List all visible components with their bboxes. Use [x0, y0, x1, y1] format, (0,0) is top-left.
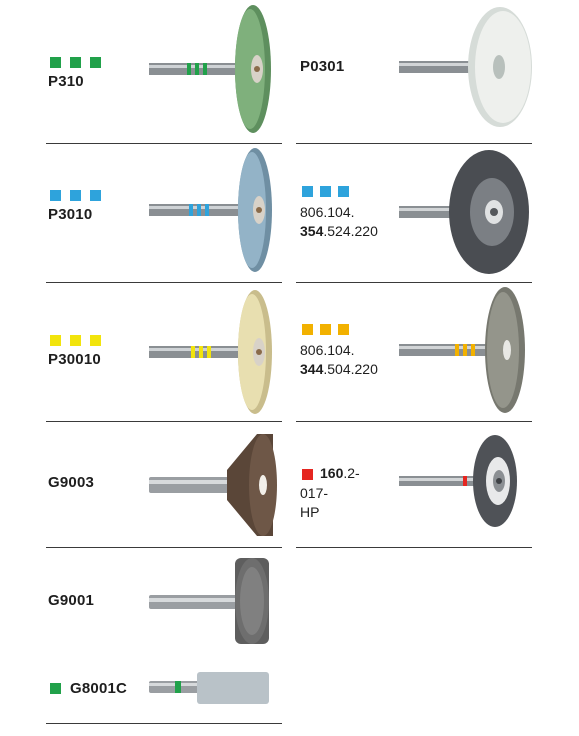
- row-divider: [46, 282, 282, 283]
- color-code-square: [338, 186, 349, 197]
- polishing-disc-image: [149, 148, 272, 272]
- product-code-bold: 344: [300, 361, 324, 377]
- product-code: G9001: [48, 592, 95, 609]
- color-code-square: [302, 324, 313, 335]
- row-divider: [46, 421, 282, 422]
- color-code-square: [302, 186, 313, 197]
- polishing-disc-image: [149, 290, 272, 414]
- polishing-disc-image: [149, 5, 271, 133]
- row-divider: [46, 143, 282, 144]
- product-code: 806.104. 344.504.220: [300, 341, 378, 379]
- color-code-square: [90, 190, 101, 201]
- product-code: P0301: [300, 58, 345, 75]
- cylinder-stone-image: [149, 672, 269, 704]
- row-divider: [46, 547, 282, 548]
- row-divider: [296, 143, 532, 144]
- diamond-disc-image: [399, 150, 529, 274]
- diamond-wheel-image: [399, 435, 517, 527]
- product-code: 806.104. 354.524.220: [300, 203, 378, 241]
- color-code-square: [70, 190, 81, 201]
- product-code-line2: 017-HP: [300, 485, 329, 520]
- cone-wheel-image: [149, 434, 277, 536]
- color-code-square: [70, 335, 81, 346]
- color-code-square: [90, 57, 101, 68]
- product-code: G9003: [48, 474, 95, 491]
- row-divider: [46, 723, 282, 724]
- color-code-square: [338, 324, 349, 335]
- product-code-rest: .504.220: [323, 361, 378, 377]
- product-code-line1: 806.104.: [300, 342, 355, 358]
- grey-disc-image: [399, 287, 525, 413]
- color-code-square: [50, 190, 61, 201]
- product-code-line1: 806.104.: [300, 204, 355, 220]
- white-polishing-wheel-image: [399, 7, 532, 127]
- cylinder-wheel-image: [149, 558, 269, 644]
- color-code-square: [302, 469, 313, 480]
- color-code-square: [50, 335, 61, 346]
- product-code: P3010: [48, 206, 93, 223]
- color-code-square: [320, 324, 331, 335]
- product-code-rest: .2-: [343, 465, 360, 481]
- product-code-bold: 354: [300, 223, 324, 239]
- row-divider: [296, 421, 532, 422]
- row-divider: [296, 282, 532, 283]
- color-code-square: [70, 57, 81, 68]
- product-code: P30010: [48, 351, 101, 368]
- color-code-square: [320, 186, 331, 197]
- product-code-bold: 160: [320, 465, 344, 481]
- product-code: 160.2-: [320, 464, 360, 483]
- product-code-rest: .524.220: [323, 223, 378, 239]
- color-code-square: [50, 57, 61, 68]
- color-code-square: [50, 683, 61, 694]
- color-code-square: [90, 335, 101, 346]
- product-code: P310: [48, 73, 84, 90]
- row-divider: [296, 547, 532, 548]
- product-code: G8001C: [70, 680, 128, 697]
